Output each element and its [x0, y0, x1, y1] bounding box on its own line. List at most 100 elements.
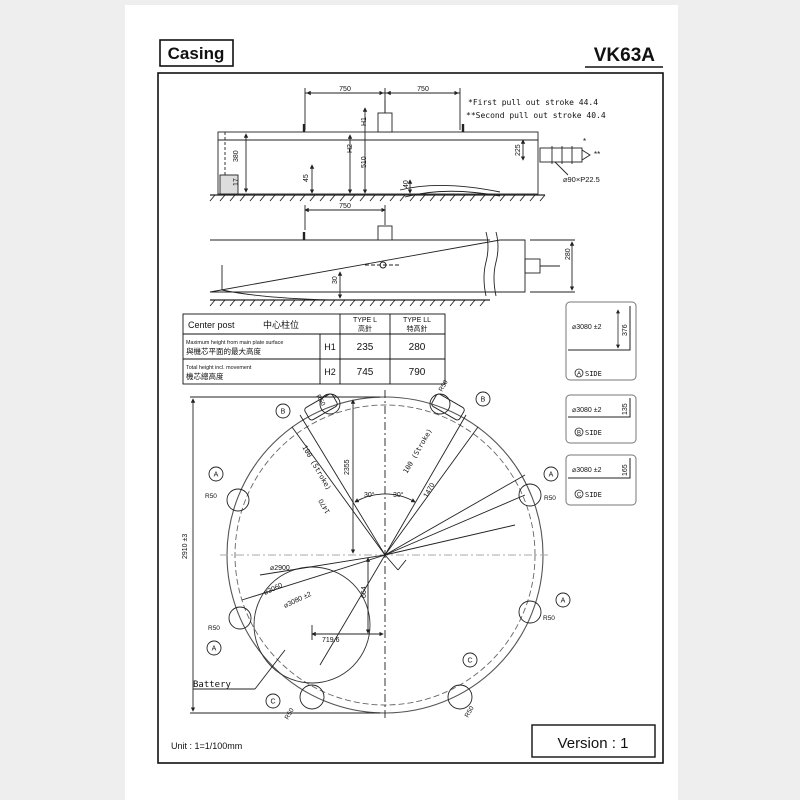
side-b-diameter: ⌀3080 ±2 — [572, 407, 602, 414]
version-label: Version : 1 — [558, 735, 629, 752]
first-stroke-note: *First pull out stroke 44.4 — [468, 98, 598, 107]
dia-3060: ⌀3060 — [263, 582, 284, 597]
side-view-c: ⌀3080 ±2 165 C SIDE — [565, 454, 637, 506]
dim-h1: H1 — [361, 117, 368, 126]
side-view-a: ⌀3080 ±2 376 A SIDE — [565, 301, 637, 381]
marker-c-1: C — [270, 699, 275, 706]
casing-body — [217, 131, 539, 195]
stroke-right: 100 (Stroke) — [402, 427, 434, 475]
row1-desc: Maximum height from main plate surface — [186, 340, 283, 346]
dim-510: 510 — [361, 156, 368, 168]
angle-30-right: 30° — [393, 491, 404, 499]
dim-2355: 2355 — [344, 459, 351, 475]
marker-b-1: B — [281, 409, 286, 416]
dim-1470-left: 1470 — [318, 497, 332, 514]
row2-type-l: 745 — [357, 367, 374, 378]
type-ll-header-cn: 特高針 — [407, 324, 428, 333]
r50-bottom-right: R50 — [464, 705, 476, 719]
model-name: VK63A — [594, 45, 656, 66]
side-c-letter: C — [577, 493, 582, 499]
dim-225: 225 — [515, 144, 522, 156]
dim-h2: H2 — [347, 144, 354, 153]
side-a-diameter: ⌀3080 ±2 — [572, 324, 602, 331]
row1-code: H1 — [324, 342, 336, 352]
section-title: Casing — [168, 44, 225, 63]
dim-1470-right: 1470 — [423, 482, 437, 499]
marker-a-2: A — [549, 472, 554, 479]
dim-45: 45 — [303, 174, 310, 182]
dia-3080: ⌀3080 ±2 — [283, 591, 313, 610]
side-a-letter: A — [577, 372, 581, 378]
marker-a-4: A — [561, 598, 566, 605]
center-post-title: Center post — [188, 320, 235, 330]
side-view-b: ⌀3080 ±2 135 B SIDE — [565, 394, 637, 444]
marker-c-2: C — [467, 658, 472, 665]
row2-desc: Total height incl. movement — [186, 365, 252, 371]
r50-right-top: R50 — [544, 495, 556, 502]
r50-left-top: R50 — [205, 493, 217, 500]
crown-stem — [539, 147, 583, 163]
side-b-label: SIDE — [585, 429, 602, 437]
type-ll-header: TYPE LL — [403, 317, 431, 324]
pin-dimension: ⌀90×P22.5 — [563, 175, 600, 184]
row1-type-ll: 280 — [409, 342, 426, 353]
plan-view — [190, 390, 571, 720]
dim-719: 719.6 — [322, 637, 340, 644]
r50-left-bottom: R50 — [208, 625, 220, 632]
side-b-letter: B — [577, 431, 581, 437]
dim-17: 17 — [233, 178, 240, 186]
section-body — [209, 239, 526, 293]
side-a-height: 376 — [622, 324, 629, 336]
center-post-table — [182, 313, 446, 385]
row2-type-ll: 790 — [409, 367, 426, 378]
side-c-label: SIDE — [585, 491, 602, 499]
marker-a-1: A — [214, 472, 219, 479]
center-post-table-text: Center post 中心柱位 TYPE L 高針 TYPE LL 特高針 M… — [186, 317, 431, 381]
stroke-left: 100 (Stroke) — [300, 444, 332, 492]
dim-750-mid: 750 — [339, 203, 351, 210]
header: Casing VK63A — [159, 39, 663, 68]
star-1: * — [583, 137, 586, 146]
angle-30-left: 30° — [364, 491, 375, 499]
side-c-height: 165 — [622, 464, 629, 476]
marker-b-2: B — [481, 397, 486, 404]
dim-280: 280 — [565, 248, 572, 260]
elevation-view — [209, 88, 591, 202]
section-labels: 750 280 30 — [332, 203, 572, 284]
type-l-header-cn: 高針 — [358, 324, 372, 333]
side-b-height: 135 — [622, 403, 629, 415]
row2-code: H2 — [324, 367, 336, 377]
drawing-sheet — [125, 5, 678, 800]
dim-30: 30 — [332, 276, 339, 284]
version-box — [531, 724, 656, 758]
unit-note: Unit : 1=1/100mm — [171, 741, 242, 751]
elevation-labels: 750 750 *First pull out stroke 44.4 **Se… — [233, 86, 606, 188]
star-2: ** — [594, 150, 600, 159]
marker-a-3: A — [212, 646, 217, 653]
r50-top-right: R50 — [438, 379, 450, 393]
type-l-header: TYPE L — [353, 317, 377, 324]
dim-380: 380 — [233, 150, 240, 162]
dia-2900: ⌀2900 — [270, 565, 290, 572]
r50-bottom-left: R50 — [284, 707, 296, 721]
center-post-title-cn: 中心柱位 — [263, 319, 299, 330]
second-stroke-note: **Second pull out stroke 40.4 — [466, 111, 606, 120]
dim-664: 664 — [361, 586, 368, 598]
row2-desc-cn: 機芯總高度 — [186, 371, 224, 381]
dim-40: 40 — [403, 180, 410, 188]
side-c-diameter: ⌀3080 ±2 — [572, 467, 602, 474]
dim-750-right: 750 — [417, 86, 429, 93]
dim-2910: 2910 ±3 — [182, 534, 189, 559]
drawing-frame — [157, 72, 664, 764]
row1-type-l: 235 — [357, 342, 374, 353]
center-post — [377, 112, 393, 133]
section-title-box — [159, 39, 234, 67]
r50-right-bottom: R50 — [543, 615, 555, 622]
footer: Unit : 1=1/100mm Version : 1 — [171, 724, 656, 758]
row1-desc-cn: 與機芯平面的最大高度 — [186, 346, 261, 356]
side-a-label: SIDE — [585, 370, 602, 378]
plan-labels: A A A A B B C C R50 R50 R50 R50 R50 R50 … — [182, 379, 566, 721]
section-view — [209, 205, 575, 307]
dim-750-left: 750 — [339, 86, 351, 93]
